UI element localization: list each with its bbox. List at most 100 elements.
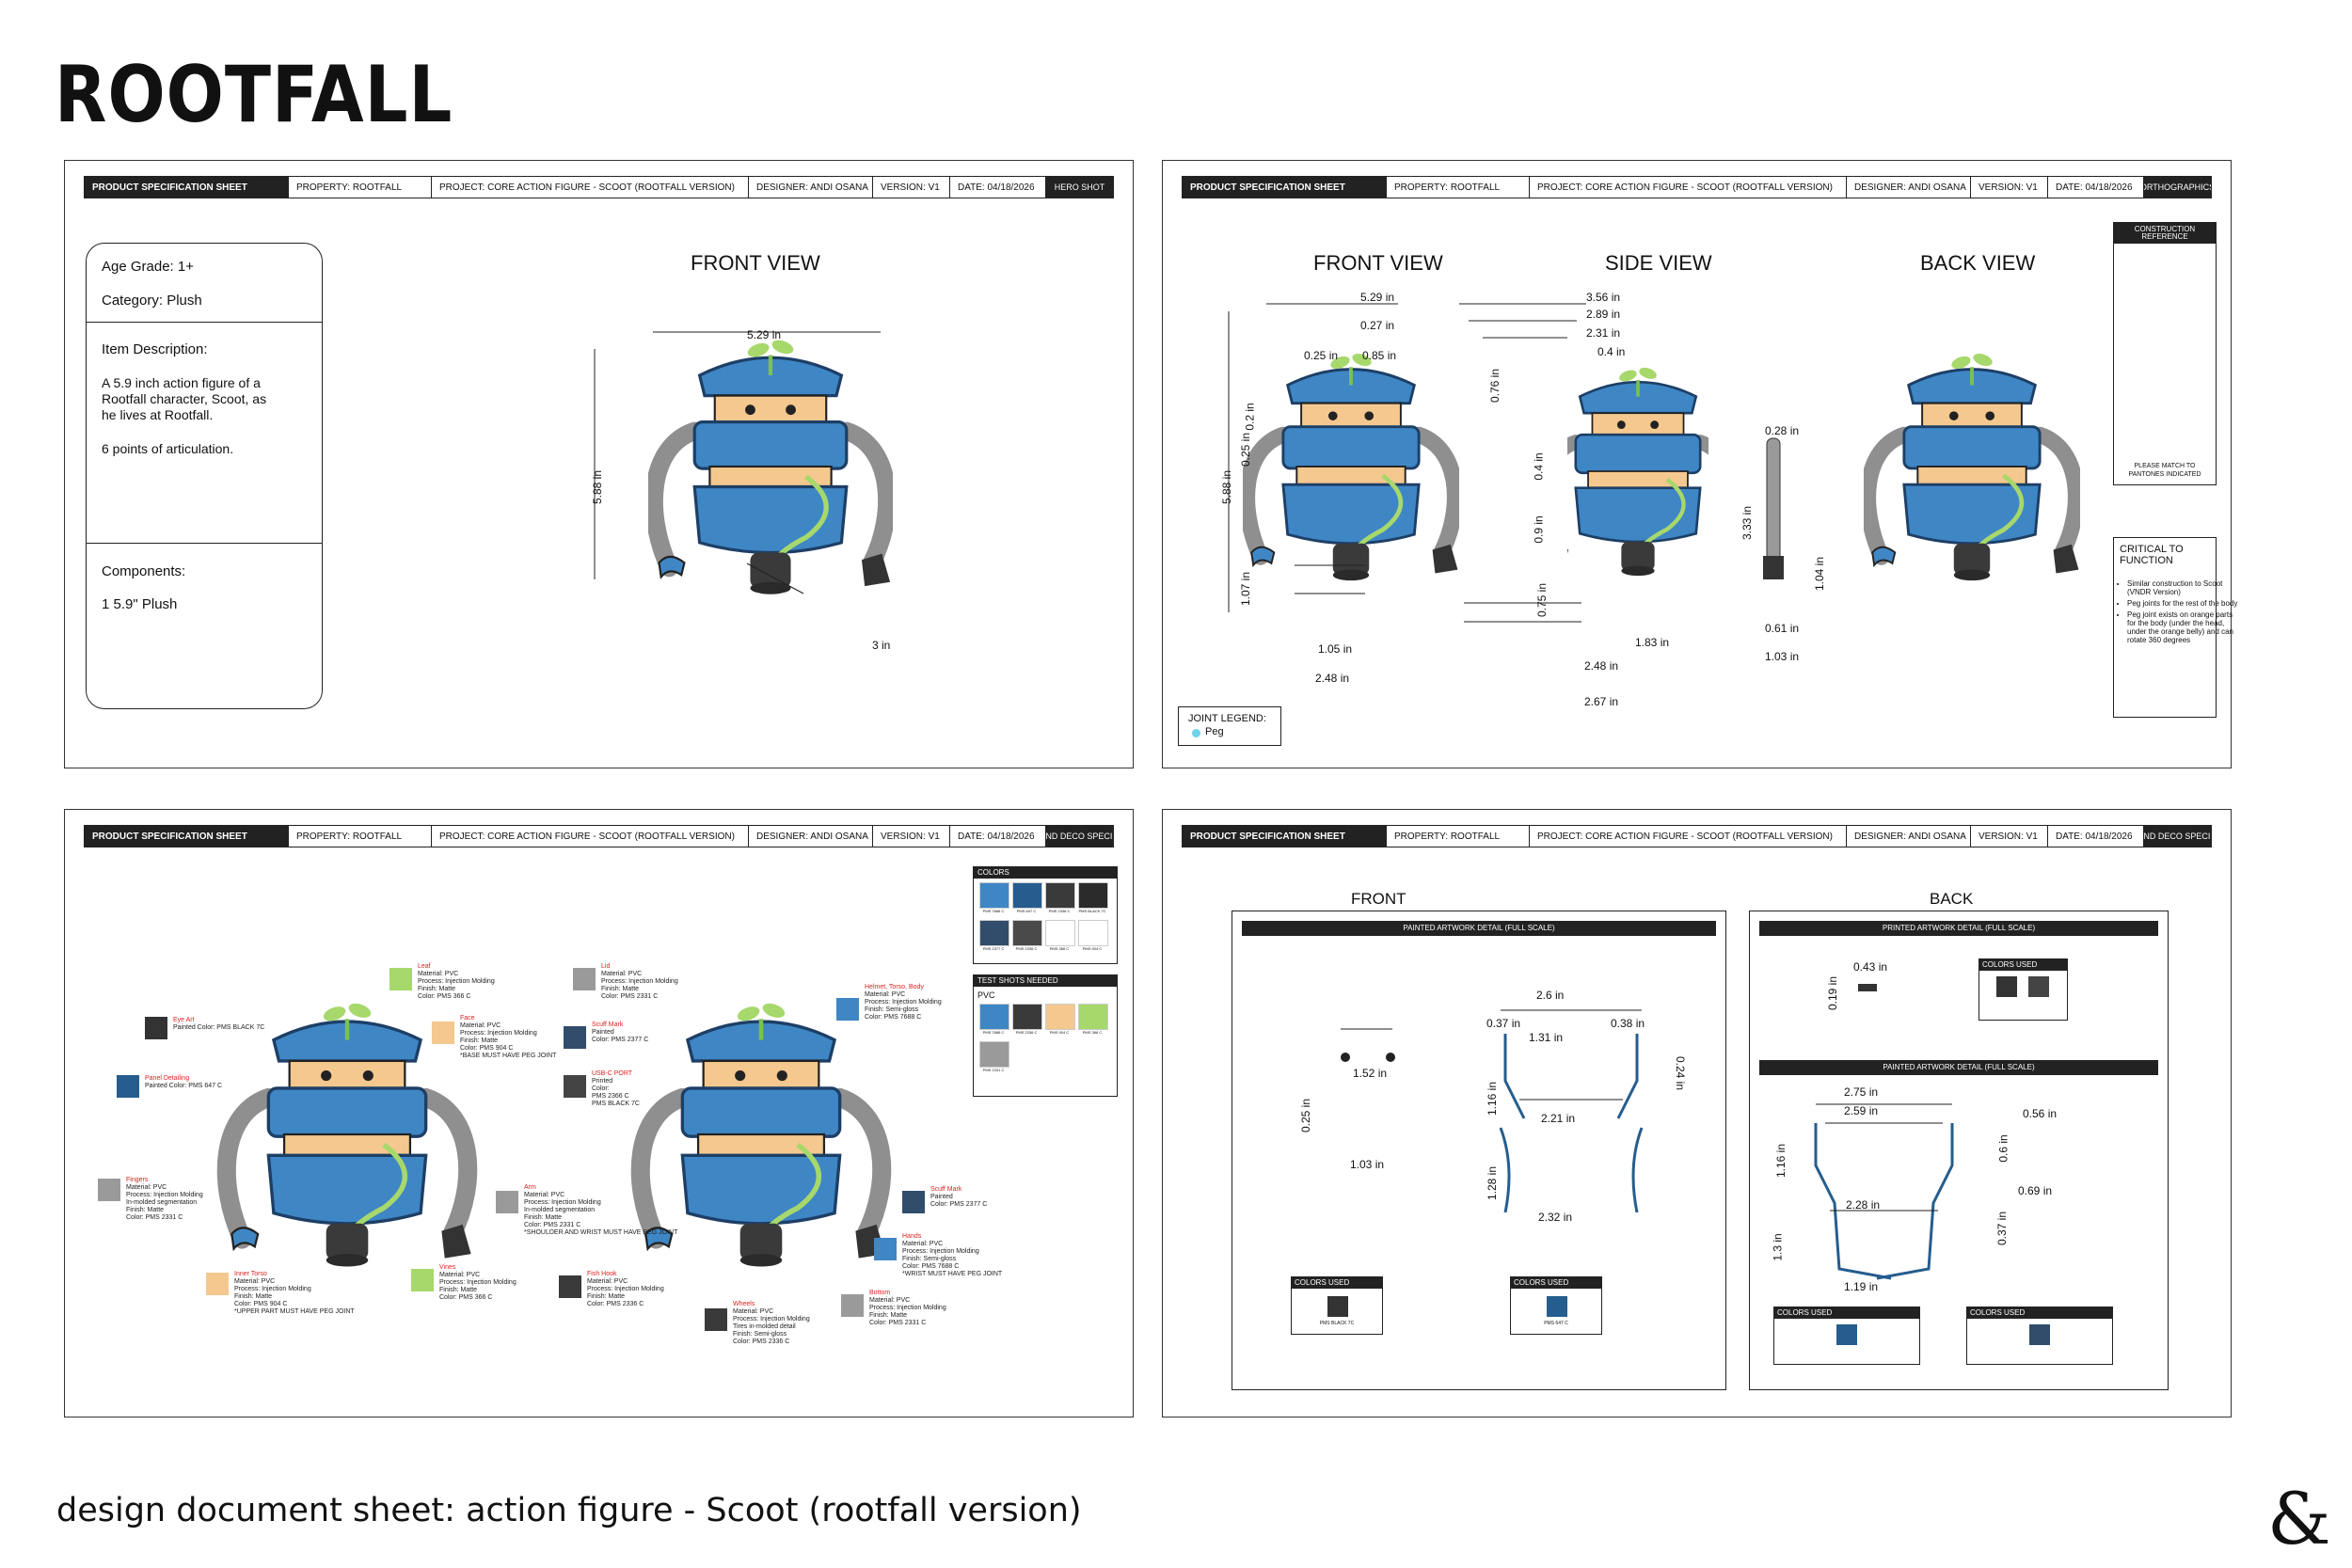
arm-dim-2: 1.04 in xyxy=(1813,556,1827,592)
bdim-7: 1.19 in xyxy=(1844,1280,1879,1293)
front-view-title: FRONT VIEW xyxy=(691,251,820,275)
arm-dim-4: 1.03 in xyxy=(1765,650,1800,663)
colors-used-front-2: COLORS USED PMS 647 C xyxy=(1510,1276,1602,1335)
artwork-detail-sheet: PRODUCT SPECIFICATION SHEET PROPERTY: RO… xyxy=(1162,809,2232,1418)
color-swatch: PMS 2336 C xyxy=(1012,920,1042,951)
hero-shot-sheet: PRODUCT SPECIFICATION SHEET PROPERTY: RO… xyxy=(64,160,1134,768)
front-dim-4: 0.76 in xyxy=(1488,368,1502,404)
critical-item: Similar construction to Scoot (VNDR Vers… xyxy=(2127,579,2240,596)
swatch-fill xyxy=(1012,1004,1042,1030)
front-title: FRONT xyxy=(1351,890,1406,908)
swatch-label: PMS 366 C xyxy=(1049,946,1070,951)
front-dim-6: 0.25 in xyxy=(1239,432,1253,467)
color-swatch: PMS 904 C xyxy=(1078,920,1108,951)
front-dim-3: 0.85 in xyxy=(1362,349,1397,362)
category: Category: Plush xyxy=(102,293,202,309)
chip-fish-hook xyxy=(559,1275,581,1298)
back-artwork-panel: PRINTED ARTWORK DETAIL (FULL SCALE) 0.43… xyxy=(1749,911,2169,1390)
swatch-label: PMS 647 C xyxy=(1544,1321,1568,1326)
color-swatch: PMS 2331 C xyxy=(979,1041,1009,1072)
swatch-label: PMS 904 C xyxy=(1049,1030,1070,1035)
arm-dim-1: 3.33 in xyxy=(1740,505,1755,541)
arm-dim-0: 0.28 in xyxy=(1765,424,1800,437)
chip-bottom xyxy=(841,1294,864,1317)
side-dim-8: 2.48 in xyxy=(1584,659,1619,673)
swatch-label: PMS 2331 C xyxy=(982,1068,1005,1072)
color-swatch: PMS 904 C xyxy=(1045,1004,1075,1035)
bdim-8: 0.56 in xyxy=(2023,1107,2058,1120)
front-dim-2: 0.25 in xyxy=(1304,349,1339,362)
front-artwork-drawing xyxy=(1341,1009,1644,1212)
side-dim-0: 3.56 in xyxy=(1586,291,1621,304)
header-property: PROPERTY: ROOTFALL xyxy=(1387,177,1530,198)
chip-arm xyxy=(496,1191,518,1213)
color-swatch: PMS 2336 C xyxy=(1012,1004,1042,1035)
printed-detail-title: PRINTED ARTWORK DETAIL (FULL SCALE) xyxy=(1759,921,2158,936)
front-dim-7: 5.88 in xyxy=(1220,469,1234,505)
side-dim-9: 2.67 in xyxy=(1584,695,1619,708)
swatch-fill xyxy=(979,1041,1009,1068)
header-designer: DESIGNER: ANDI OSANA xyxy=(749,177,873,198)
header-title: PRODUCT SPECIFICATION SHEET xyxy=(1183,826,1387,847)
arm-dim-3: 0.61 in xyxy=(1765,622,1800,635)
swatch-fill xyxy=(1012,920,1042,946)
bdim-1: 0.19 in xyxy=(1826,975,1840,1011)
swatch-label: PMS 904 C xyxy=(1082,946,1103,951)
swatch-fill xyxy=(979,920,1009,946)
header-version: VERSION: V1 xyxy=(1971,826,2048,847)
fdim-8: 1.16 in xyxy=(1486,1081,1500,1117)
front-dim-1: 0.27 in xyxy=(1360,319,1395,332)
side-dim-7: 1.83 in xyxy=(1635,636,1670,649)
fdim-11: 2.32 in xyxy=(1538,1211,1573,1224)
header-title: PRODUCT SPECIFICATION SHEET xyxy=(1183,177,1387,198)
swatch-fill xyxy=(979,882,1009,909)
header-property: PROPERTY: ROOTFALL xyxy=(1387,826,1530,847)
fdim-6: 0.38 in xyxy=(1611,1017,1645,1030)
front-dim-8: 1.07 in xyxy=(1239,571,1253,607)
bdim-10: 0.69 in xyxy=(2018,1184,2053,1197)
header-date: DATE: 04/18/2026 xyxy=(2048,826,2144,847)
fdim-9: 2.21 in xyxy=(1541,1112,1576,1125)
color-swatch: PMS 366 C xyxy=(1045,920,1075,951)
pantone-note: PLEASE MATCH TO PANTONES INDICATED xyxy=(2128,463,2201,478)
header-designer: DESIGNER: ANDI OSANA xyxy=(749,826,873,847)
color-swatch: PMS 2336 C xyxy=(1045,882,1075,913)
header-date: DATE: 04/18/2026 xyxy=(950,177,1046,198)
sheet-header: PRODUCT SPECIFICATION SHEET PROPERTY: RO… xyxy=(84,825,1114,847)
swatch-label: PMS 7688 C xyxy=(982,1030,1005,1035)
swatch-fill xyxy=(1045,1004,1075,1030)
bdim-6: 1.3 in xyxy=(1771,1233,1785,1261)
chip-leaf xyxy=(389,968,412,990)
side-dim-1: 2.89 in xyxy=(1586,308,1621,321)
construction-reference-box: CONSTRUCTION REFERENCE PLEASE MATCH TO P… xyxy=(2113,222,2217,485)
swatch-label: PMS BLACK 7C xyxy=(1078,909,1106,913)
swatch-fill xyxy=(979,1004,1009,1030)
swatch-fill xyxy=(1012,882,1042,909)
description-label: Item Description: xyxy=(102,341,208,357)
construction-title: CONSTRUCTION REFERENCE xyxy=(2114,223,2216,244)
painted-detail-title: PAINTED ARTWORK DETAIL (FULL SCALE) xyxy=(1242,921,1716,936)
swatch-fill xyxy=(1045,882,1075,909)
header-version: VERSION: V1 xyxy=(873,177,950,198)
header-project: PROJECT: CORE ACTION FIGURE - SCOOT (ROO… xyxy=(432,177,749,198)
side-view-title: SIDE VIEW xyxy=(1605,251,1712,275)
fdim-7: 0.24 in xyxy=(1674,1055,1688,1091)
product-info-card: Age Grade: 1+ Category: Plush Item Descr… xyxy=(86,243,323,709)
back-figure xyxy=(1864,349,2080,584)
chip-scuff-back xyxy=(902,1191,925,1213)
header-date: DATE: 04/18/2026 xyxy=(2048,177,2144,198)
colors-used-label: COLORS USED xyxy=(1967,1307,2112,1319)
hero-dimension-lines xyxy=(594,331,881,594)
swatch-label: PMS 366 C xyxy=(1082,1030,1103,1035)
swatch-label: PMS 2336 C xyxy=(1015,1030,1038,1035)
